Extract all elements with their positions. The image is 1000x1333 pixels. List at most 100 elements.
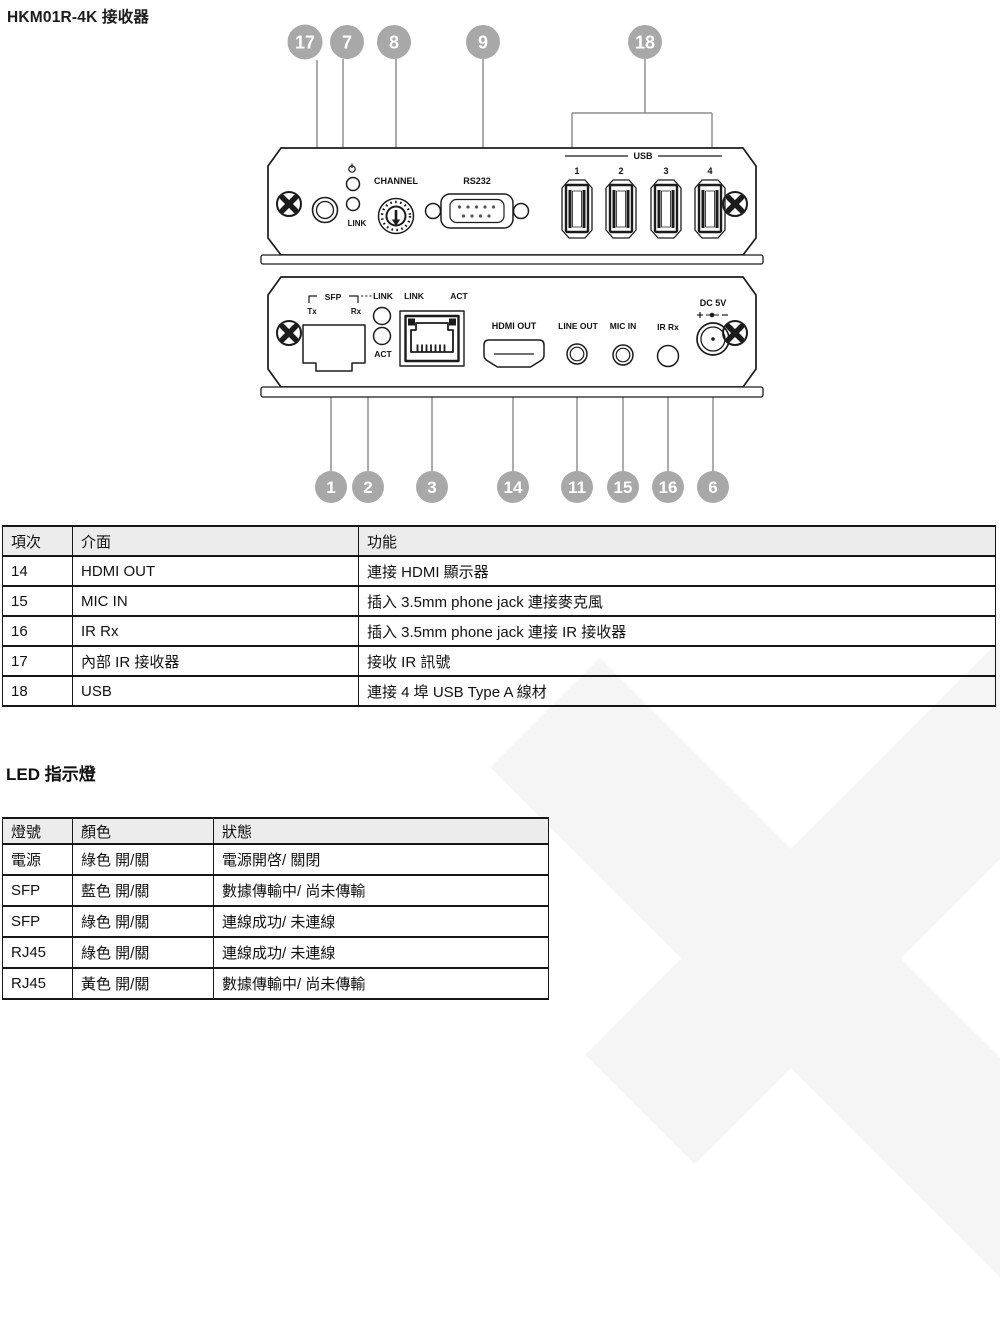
cell-status: 連線成功/ 未連線 — [213, 905, 549, 938]
usb-port-4 — [694, 179, 726, 239]
dc-polarity-icon — [697, 312, 728, 318]
svg-text:17: 17 — [295, 33, 315, 53]
rs232-label: RS232 — [463, 176, 491, 186]
rj45-link-label: LINK — [404, 291, 425, 301]
cell-color: 綠色 開/關 — [72, 936, 214, 969]
cell-interface: 內部 IR 接收器 — [72, 645, 359, 677]
table-row: RJ45 綠色 開/關 連線成功/ 未連線 — [2, 936, 549, 969]
line-out-jack — [566, 343, 588, 365]
sfp-cage — [302, 324, 366, 372]
callout-14: 14 — [497, 471, 529, 503]
rs232-connector — [424, 193, 530, 229]
svg-text:8: 8 — [389, 33, 399, 53]
usb-port-3 — [650, 179, 682, 239]
page-title: HKM01R-4K 接收器 — [7, 9, 150, 26]
cell-color: 綠色 開/關 — [72, 843, 214, 876]
table-row: 17 內部 IR 接收器 接收 IR 訊號 — [2, 645, 996, 677]
cell-led: SFP — [2, 905, 73, 938]
cell-item: 18 — [2, 675, 73, 707]
table-row: RJ45 黃色 開/關 數據傳輸中/ 尚未傳輸 — [2, 967, 549, 1000]
table-row: 14 HDMI OUT 連接 HDMI 顯示器 — [2, 555, 996, 587]
ir-window-icon — [311, 196, 339, 224]
interface-table: 項次 介面 功能 14 HDMI OUT 連接 HDMI 顯示器 15 MIC … — [2, 525, 996, 707]
device-labels: LINK CHANNEL RS232 USB 1 2 3 4 SFP Tx Rx… — [307, 151, 726, 359]
line-out-label: LINE OUT — [558, 321, 598, 331]
col-header-function: 功能 — [358, 525, 996, 557]
manual-page: HKM01R-4K 接收器 — [2, 9, 996, 1000]
hdmi-out-label: HDMI OUT — [492, 321, 537, 331]
cell-function: 連接 4 埠 USB Type A 線材 — [358, 675, 996, 707]
svg-text:7: 7 — [342, 33, 352, 53]
cell-function: 插入 3.5mm phone jack 連接 IR 接收器 — [358, 615, 996, 647]
power-icon — [348, 163, 356, 173]
svg-text:16: 16 — [659, 478, 678, 497]
cell-item: 15 — [2, 585, 73, 617]
sfp-link-label: LINK — [373, 291, 394, 301]
dc-jack — [696, 322, 730, 356]
cell-item: 16 — [2, 615, 73, 647]
callout-9: 9 — [466, 25, 500, 59]
cell-color: 藍色 開/關 — [72, 874, 214, 907]
sfp-bracket-marks — [308, 295, 359, 303]
svg-text:6: 6 — [708, 478, 717, 497]
cell-color: 綠色 開/關 — [72, 905, 214, 938]
cell-item: 17 — [2, 645, 73, 677]
callout-6: 6 — [697, 471, 729, 503]
svg-text:11: 11 — [568, 478, 586, 497]
rx-label: Rx — [351, 307, 362, 316]
callout-3: 3 — [416, 471, 448, 503]
front-panel-base-strip — [260, 254, 764, 265]
callout-8: 8 — [377, 25, 411, 59]
table-row: 15 MIC IN 插入 3.5mm phone jack 連接麥克風 — [2, 585, 996, 617]
cell-function: 連接 HDMI 顯示器 — [358, 555, 996, 587]
svg-text:9: 9 — [478, 33, 488, 53]
cell-led: 電源 — [2, 843, 73, 876]
callout-7: 7 — [330, 25, 364, 59]
table-row: 18 USB 連接 4 埠 USB Type A 線材 — [2, 675, 996, 707]
svg-text:2: 2 — [363, 478, 372, 497]
usb-port-1 — [561, 179, 593, 239]
device-diagram: LINK CHANNEL RS232 USB 1 2 3 4 SFP Tx Rx… — [260, 24, 764, 503]
callout-11: 11 — [561, 471, 593, 503]
link-led — [345, 196, 361, 212]
cell-status: 電源開啓/ 關閉 — [213, 843, 549, 876]
col-header-color: 顏色 — [72, 817, 214, 845]
callout-15: 15 — [607, 471, 639, 503]
usb-port-4-label: 4 — [707, 166, 712, 176]
cell-interface: MIC IN — [72, 585, 359, 617]
cell-status: 數據傳輸中/ 尚未傳輸 — [213, 874, 549, 907]
usb-port-3-label: 3 — [663, 166, 668, 176]
table-header-row: 燈號 顏色 狀態 — [2, 817, 549, 845]
callout-18: 18 — [628, 25, 662, 59]
col-header-item: 項次 — [2, 525, 73, 557]
rear-panel-base-strip — [260, 386, 764, 398]
usb-group-label: USB — [633, 151, 653, 161]
cell-led: SFP — [2, 874, 73, 907]
callout-1: 1 — [315, 471, 347, 503]
front-panel-face — [267, 147, 757, 256]
mic-in-jack — [612, 344, 634, 366]
svg-text:15: 15 — [614, 478, 633, 497]
col-header-status: 狀態 — [213, 817, 549, 845]
table-row: SFP 綠色 開/關 連線成功/ 未連線 — [2, 905, 549, 938]
rj45-jack — [399, 310, 465, 367]
hdmi-connector — [483, 339, 545, 368]
ir-rx-label: IR Rx — [657, 322, 679, 332]
svg-text:1: 1 — [326, 478, 335, 497]
cell-led: RJ45 — [2, 936, 73, 969]
mic-in-label: MIC IN — [610, 321, 636, 331]
led-section-heading: LED 指示燈 — [6, 765, 96, 784]
cell-led: RJ45 — [2, 967, 73, 1000]
callout-17: 17 — [287, 24, 323, 60]
callout-2: 2 — [352, 471, 384, 503]
cell-item: 14 — [2, 555, 73, 587]
cell-status: 連線成功/ 未連線 — [213, 936, 549, 969]
table-header-row: 項次 介面 功能 — [2, 525, 996, 557]
cell-color: 黃色 開/關 — [72, 967, 214, 1000]
rj45-act-label: ACT — [450, 291, 468, 301]
cell-function: 插入 3.5mm phone jack 連接麥克風 — [358, 585, 996, 617]
sfp-act-label: ACT — [374, 349, 392, 359]
usb-port-1-label: 1 — [574, 166, 579, 176]
sfp-label: SFP — [325, 292, 342, 302]
col-header-led: 燈號 — [2, 817, 73, 845]
